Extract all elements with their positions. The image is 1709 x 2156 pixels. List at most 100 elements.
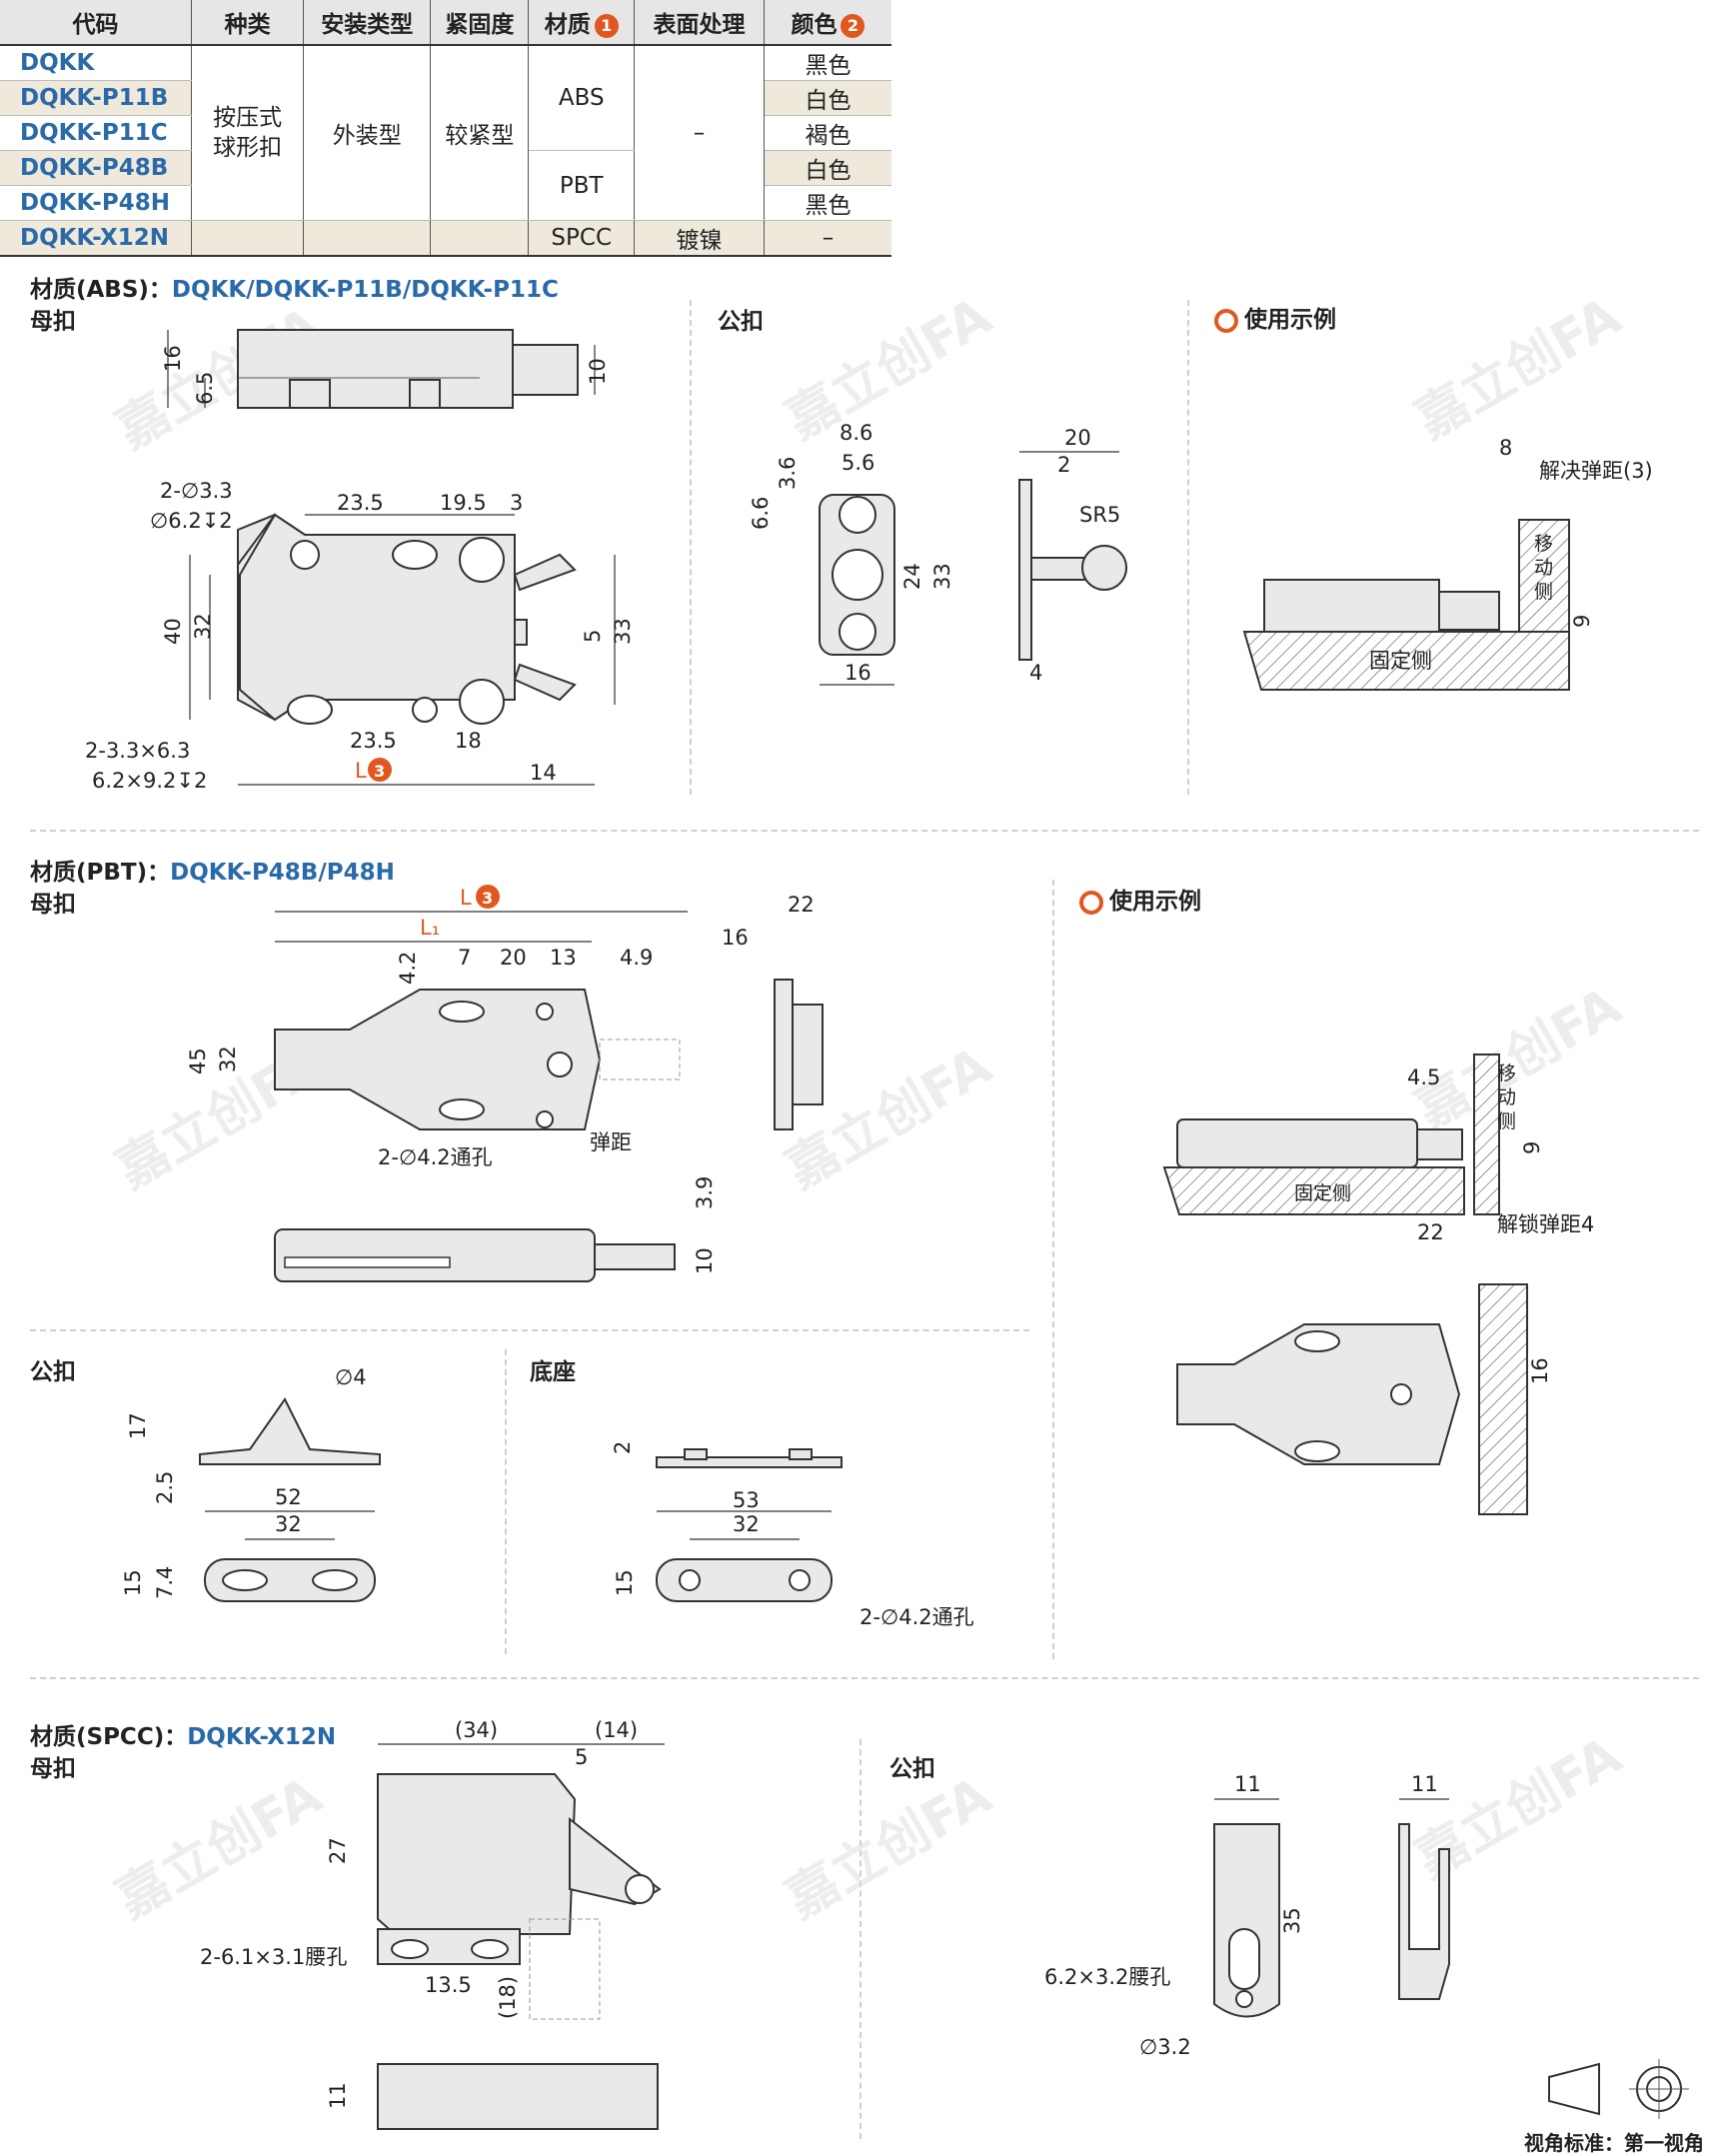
pbt-female-label: 母扣	[30, 892, 76, 918]
ring-icon	[1079, 890, 1103, 915]
cell-code: DQKK-P48H	[0, 185, 193, 221]
svg-text:32: 32	[275, 1512, 302, 1536]
divider	[1187, 300, 1189, 795]
cell-code: DQKK-P48B	[0, 150, 193, 186]
svg-text:4.5: 4.5	[1407, 1066, 1440, 1089]
svg-text:16: 16	[845, 661, 871, 685]
svg-text:动: 动	[1497, 1086, 1516, 1108]
header-surface: 表面处理	[634, 0, 765, 46]
spcc-male-label: 公扣	[889, 1756, 935, 1782]
svg-text:7.4: 7.4	[153, 1566, 177, 1599]
svg-text:32: 32	[733, 1512, 760, 1536]
svg-text:11: 11	[326, 2082, 350, 2109]
divider	[859, 1739, 861, 2139]
svg-text:2: 2	[611, 1441, 635, 1454]
pbt-female-side-view: 16 22	[722, 893, 824, 1130]
svg-text:11: 11	[1411, 1772, 1438, 1796]
cell-color: 白色	[764, 80, 891, 116]
svg-text:24: 24	[900, 563, 924, 590]
abs-male-views: 8.6 5.6 3.6 6.6 24 33 16 20 2 SR5 4	[749, 421, 1127, 686]
divider	[30, 1329, 1029, 1331]
svg-text:动: 动	[1534, 557, 1553, 579]
svg-text:7: 7	[458, 946, 471, 970]
svg-text:20: 20	[1064, 426, 1091, 450]
pbt-male-label: 公扣	[30, 1359, 76, 1385]
badge-1: 1	[594, 13, 619, 38]
svg-text:弹距: 弹距	[590, 1130, 632, 1154]
svg-text:53: 53	[733, 1488, 760, 1512]
svg-text:4.9: 4.9	[620, 946, 653, 970]
cell-install: 外装型	[303, 45, 432, 221]
svg-text:16: 16	[722, 926, 749, 950]
svg-text:2-∅4.2通孔: 2-∅4.2通孔	[859, 1605, 974, 1629]
cell-surface-plate: 镀镍	[634, 220, 765, 257]
svg-text:侧: 侧	[1534, 581, 1553, 603]
svg-text:22: 22	[1417, 1220, 1444, 1244]
svg-text:∅6.2↧2: ∅6.2↧2	[150, 509, 233, 533]
svg-text:移: 移	[1497, 1063, 1516, 1084]
svg-text:11: 11	[1234, 1772, 1261, 1796]
abs-female-front-view: 40 32 5 33 2-∅3.3 ∅6.2↧2 23.5 19.5 3 2-3…	[85, 479, 635, 793]
svg-text:2.5: 2.5	[153, 1471, 177, 1504]
header-install: 安装类型	[303, 0, 432, 46]
cell-code: DQKK	[0, 45, 193, 81]
svg-text:33: 33	[611, 618, 635, 645]
svg-text:6.2×3.2腰孔: 6.2×3.2腰孔	[1044, 1965, 1170, 1989]
table-row: DQKK 按压式 球形扣 外装型 较紧型 ABS – 黑色	[0, 45, 891, 221]
cell-material-pbt: PBT	[528, 150, 635, 221]
svg-text:SR5: SR5	[1079, 503, 1120, 527]
svg-text:L: L	[460, 886, 472, 910]
svg-text:4.2: 4.2	[396, 952, 420, 985]
svg-text:18: 18	[455, 729, 482, 753]
svg-text:17: 17	[126, 1412, 150, 1439]
spcc-female-views: (34) (14) 5 27 2-6.1×3.1腰孔 13.5 (18) 11	[200, 1718, 665, 2130]
table-row: DQKK-P48H 黑色	[0, 185, 891, 221]
cell-material-spcc: SPCC	[528, 220, 635, 257]
pbt-female-front-view: L 3 L₁ 4.2 7 20 13 4.9 45 32 2-∅4.2通孔 弹距	[186, 885, 688, 1169]
svg-text:10: 10	[693, 1247, 717, 1274]
table-row: DQKK-X12N SPCC 镀镍 –	[0, 220, 891, 257]
cell-kind: 按压式 球形扣	[191, 45, 305, 221]
abs-usage-example: 移 动 侧 8 解决弹距(3) 9 固定侧	[1242, 436, 1653, 691]
svg-text:嘉立创FA: 嘉立创FA	[777, 1765, 1002, 1930]
table-row: DQKK-P48B PBT 白色	[0, 150, 891, 221]
svg-text:L₁: L₁	[420, 916, 440, 940]
cell-tightness: 较紧型	[430, 45, 530, 221]
svg-text:6.2×9.2↧2: 6.2×9.2↧2	[92, 769, 207, 793]
svg-text:(34): (34)	[455, 1718, 498, 1742]
svg-text:15: 15	[613, 1569, 637, 1596]
svg-text:固定侧: 固定侧	[1294, 1182, 1351, 1204]
badge-2: 2	[841, 13, 865, 38]
table-row: DQKK-P11B 白色	[0, 80, 891, 116]
svg-text:嘉立创FA: 嘉立创FA	[107, 1765, 333, 1930]
cell-color: 褐色	[764, 115, 891, 151]
svg-text:10: 10	[586, 358, 610, 385]
svg-text:3.6: 3.6	[776, 457, 800, 490]
header-tightness: 紧固度	[430, 0, 530, 46]
svg-text:解锁弹距4: 解锁弹距4	[1497, 1212, 1594, 1236]
cell-code: DQKK-P11C	[0, 115, 193, 151]
pbt-base-label: 底座	[530, 1359, 576, 1385]
svg-text:解决弹距(3): 解决弹距(3)	[1539, 459, 1653, 483]
cell-color: 黑色	[764, 45, 891, 81]
svg-text:嘉立创FA: 嘉立创FA	[777, 286, 1002, 451]
cell-surface: –	[634, 45, 765, 221]
ring-icon	[1214, 308, 1238, 333]
abs-example-label: 使用示例	[1214, 300, 1336, 334]
svg-text:2-∅3.3: 2-∅3.3	[160, 479, 233, 503]
svg-text:侧: 侧	[1497, 1110, 1516, 1132]
svg-text:L: L	[355, 759, 367, 783]
svg-text:19.5: 19.5	[440, 491, 487, 515]
svg-text:6.6: 6.6	[749, 497, 773, 530]
spcc-male-views: 11 11 35 6.2×3.2腰孔 ∅3.2	[1044, 1772, 1450, 2059]
svg-text:2-∅4.2通孔: 2-∅4.2通孔	[378, 1145, 493, 1169]
svg-text:16: 16	[1528, 1357, 1552, 1384]
svg-text:∅3.2: ∅3.2	[1139, 2035, 1191, 2059]
svg-text:2: 2	[1057, 453, 1070, 477]
svg-text:13: 13	[550, 946, 577, 970]
